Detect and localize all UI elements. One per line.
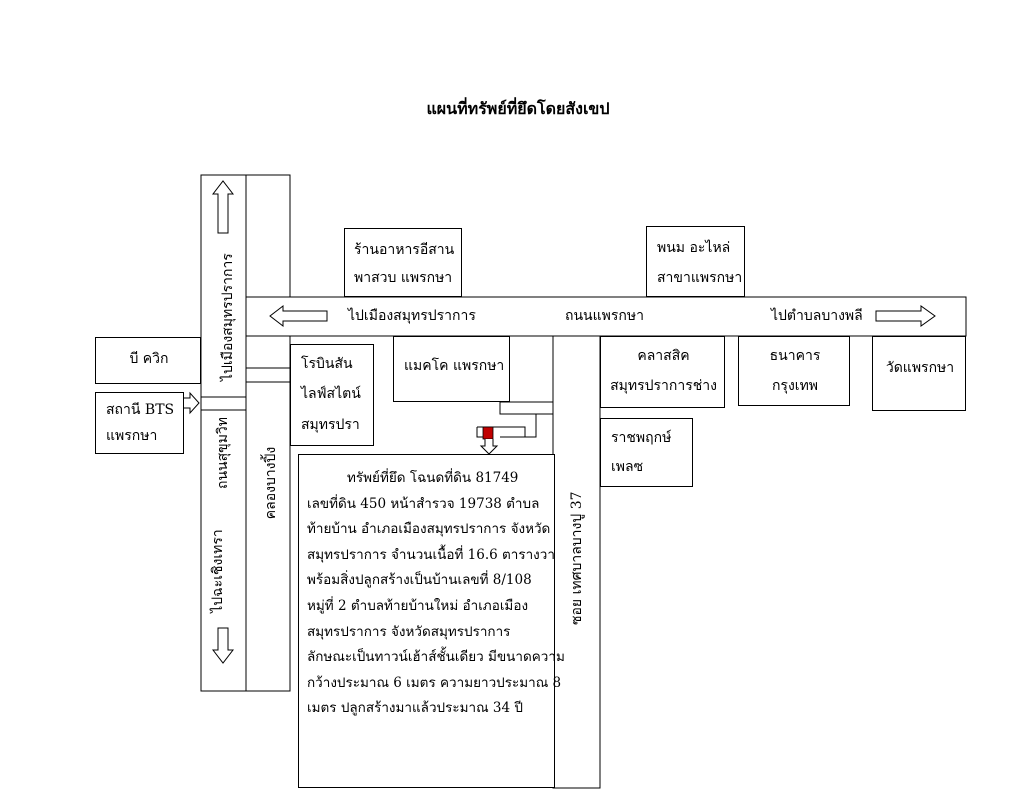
- description-line: ท้ายบ้าน อำเภอเมืองสมุทรปราการ จังหวัด: [307, 521, 551, 538]
- access-lane: [500, 401, 554, 438]
- access-lane-inner: [499, 402, 536, 415]
- description-line: เมตร ปลูกสร้างมาแล้วประมาณ 34 ปี: [307, 700, 523, 717]
- bts-station-name: สถานี BTS: [106, 402, 175, 418]
- isan-restaurant-branch: พาสวบ แพรกษา: [354, 270, 453, 286]
- left-arrow-icon: [269, 304, 328, 328]
- phraeksa-road: [245, 296, 967, 337]
- robinson-line2: ไลฟ์สไตน์: [301, 386, 361, 402]
- description-line: สมุทรปราการ จำนวนเนื้อที่ 16.6 ตารางวา: [307, 546, 555, 563]
- place-bts-station: สถานี BTS แพรกษา: [95, 392, 184, 454]
- place-classic: คลาสสิค สมุทรปราการช่าง: [600, 336, 725, 408]
- description-line: พร้อมสิ่งปลูกสร้างเป็นบ้านเลขที่ 8/108: [307, 572, 532, 589]
- label-to-samut-prakan-city: ไปเมืองสมุทรปราการ: [348, 308, 476, 324]
- right-arrow-icon: [875, 305, 936, 327]
- description-line: สมุทรปราการ จังหวัดสมุทรปราการ: [307, 623, 511, 640]
- place-robinson: โรบินสัน ไลฟ์สไตน์ สมุทรปรา: [290, 344, 374, 446]
- b-quik-name: บี ควิก: [129, 351, 169, 367]
- map-title: แผนที่ทรัพย์ที่ยึดโดยสังเขป: [426, 99, 610, 118]
- phanom-branch: สาขาแพรกษา: [657, 270, 743, 286]
- wat-phraeksa-name: วัดแพรกษา: [885, 360, 955, 376]
- place-bangkok-bank: ธนาคาร กรุงเทพ: [738, 336, 850, 406]
- label-soi-thetsaban-bang-pu: ซอย เทศบาลบางปู 37: [569, 491, 585, 625]
- makro-name: แมคโค แพรกษา: [404, 358, 505, 374]
- place-wat-phraeksa: วัดแพรกษา: [872, 336, 966, 411]
- classic-line2: สมุทรปราการช่าง: [610, 378, 717, 394]
- phanom-name: พนม อะไหล่: [657, 240, 731, 256]
- label-phraeksa-road: ถนนแพรกษา: [565, 308, 644, 324]
- place-isan-restaurant: ร้านอาหารอีสาน พาสวบ แพรกษา: [344, 228, 462, 297]
- label-to-chachoengsao: ไปฉะเชิงเทรา: [210, 529, 226, 613]
- down-arrow-icon: [211, 627, 235, 664]
- soi-thetsaban-bang-pu: [552, 335, 601, 789]
- label-to-bang-phli: ไปตำบลบางพลี: [771, 308, 863, 324]
- property-description: ทรัพย์ที่ยึด โฉนดที่ดิน 81749 เลขที่ดิน …: [307, 466, 565, 722]
- khlong-bang-ping: [245, 174, 291, 692]
- isan-restaurant-name: ร้านอาหารอีสาน: [354, 242, 455, 258]
- bts-station-area: แพรกษา: [106, 428, 158, 444]
- label-sukhumvit-road: ถนนสุขุมวิท: [215, 416, 231, 490]
- right-arrow-icon: [182, 391, 200, 415]
- down-arrow-icon: [479, 439, 499, 455]
- classic-name: คลาสสิค: [637, 348, 690, 364]
- description-line: เลขที่ดิน 450 หน้าสำรวจ 19738 ตำบล: [307, 495, 540, 512]
- description-line: ลักษณะเป็นทาวน์เฮ้าส์ชั้นเดียว มีขนาดควา…: [307, 649, 565, 666]
- bts-connector: [200, 396, 247, 411]
- place-phanom-spare-parts: พนม อะไหล่ สาขาแพรกษา: [646, 226, 745, 297]
- place-makro: แมคโค แพรกษา: [393, 336, 510, 402]
- place-ratchaphruek: ราชพฤกษ์ เพลซ: [600, 418, 693, 487]
- description-line: ทรัพย์ที่ยึด โฉนดที่ดิน 81749: [347, 470, 519, 486]
- property-marker: [482, 426, 494, 440]
- bank-branch: กรุงเทพ: [771, 378, 819, 394]
- robinson-line3: สมุทรปรา: [301, 417, 360, 433]
- place-b-quik: บี ควิก: [95, 337, 201, 384]
- access-lane-branch-end: [476, 427, 483, 438]
- up-arrow-icon: [211, 180, 235, 234]
- label-khlong-bang-ping: คลองบางปิ้ง: [263, 446, 279, 520]
- description-line: หมู่ที่ 2 ตำบลท้ายบ้านใหม่ อำเภอเมือง: [307, 597, 529, 614]
- label-to-samut-prakan-vertical: ไปเมืองสมุทรปราการ: [220, 253, 236, 381]
- bank-name: ธนาคาร: [769, 348, 821, 364]
- description-line: กว้างประมาณ 6 เมตร ความยาวประมาณ 8: [307, 674, 562, 691]
- property-description-box: [298, 454, 555, 788]
- ratchaphruek-line2: เพลซ: [611, 459, 644, 475]
- robinson-name: โรบินสัน: [301, 356, 353, 372]
- ratchaphruek-name: ราชพฤกษ์: [611, 430, 672, 446]
- khlong-bridge: [245, 367, 291, 383]
